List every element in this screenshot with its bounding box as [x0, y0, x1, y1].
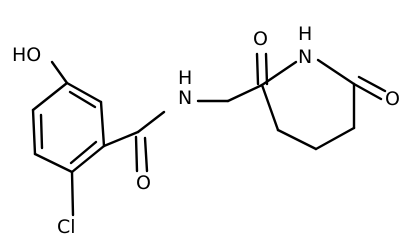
imide-nitrogen-n-label: N — [298, 46, 312, 68]
ring-bond — [65, 81, 103, 104]
imide-oxygen-right-label: O — [385, 88, 400, 110]
ring-double-bond — [69, 140, 98, 165]
amide-c-o-double-bond — [143, 136, 149, 173]
imide-nitrogen-h-label: H — [298, 23, 312, 45]
ring-bond — [276, 128, 318, 151]
benzene-ring — [31, 81, 106, 174]
ring-bond — [260, 83, 280, 132]
ring-bond — [99, 100, 106, 148]
ring-bond — [316, 58, 356, 86]
amide-c-o-bond — [134, 135, 139, 173]
right-carbonyl-double-bond — [352, 82, 383, 101]
ring-bond — [33, 152, 74, 174]
imide-oxygen-top-label: O — [253, 28, 268, 50]
ring-double-bond — [68, 90, 97, 109]
amide-nitrogen-h-label: H — [178, 67, 192, 89]
chlorine-bond — [70, 170, 75, 217]
ring-bond — [31, 108, 37, 156]
hydroxyl-label: HO — [12, 44, 41, 66]
glutarimide-ring — [226, 58, 356, 151]
ring-bond — [70, 144, 106, 174]
chlorine-label: Cl — [57, 216, 76, 238]
hydroxyl-bond — [50, 60, 69, 85]
amide-c-n-bond — [136, 110, 166, 134]
right-carbonyl-double-bond — [357, 75, 387, 93]
ring-double-bond — [39, 113, 44, 150]
amide-nitrogen-n-label: N — [178, 87, 192, 109]
amide-oxygen-label: O — [136, 172, 151, 194]
carbonyl-bond — [102, 130, 140, 148]
top-carbonyl-double-bond — [264, 52, 269, 86]
ring-bond — [314, 126, 356, 151]
ring-bond — [226, 83, 264, 103]
ring-bond — [31, 81, 69, 112]
top-carbonyl-double-bond — [255, 52, 260, 86]
